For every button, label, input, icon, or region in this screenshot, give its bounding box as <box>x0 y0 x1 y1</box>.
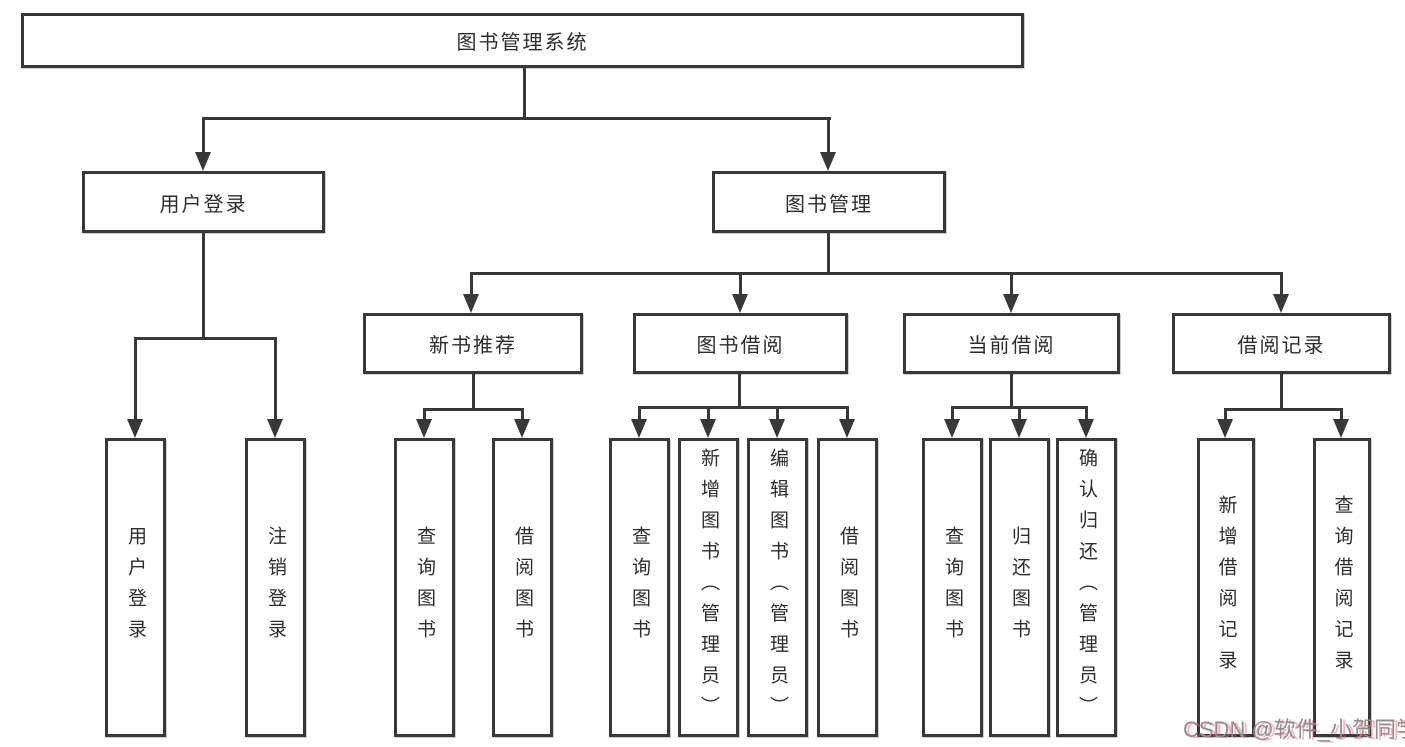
arrow-down-icon <box>700 419 716 438</box>
connector-stem <box>1224 408 1227 421</box>
arrow-down-icon <box>127 419 143 438</box>
arrow-down-icon <box>1217 419 1233 438</box>
arrow-down-icon <box>514 419 530 438</box>
arrow-down-icon <box>1003 294 1019 313</box>
leaf-borrow-query-label: 查询图书 <box>629 525 650 650</box>
leaf-records-query-label: 查询借阅记录 <box>1331 494 1353 681</box>
leaf-newbook-borrow-label: 借阅图书 <box>512 525 533 650</box>
leaf-current-query-label: 查询图书 <box>942 525 963 650</box>
connector-newbook-drop <box>472 374 475 408</box>
connector-level3-split <box>470 272 1283 275</box>
connector-stem-leaf-login <box>134 337 137 421</box>
leaf-newbook-query: 查询图书 <box>394 438 455 737</box>
node-current-borrow-label: 当前借阅 <box>967 335 1056 357</box>
node-borrow-records-label: 借阅记录 <box>1237 335 1326 357</box>
arrow-down-icon <box>631 419 647 438</box>
connector-mgmt-drop <box>827 233 830 272</box>
node-book-borrow: 图书借阅 <box>633 313 848 374</box>
connector-stem-newbook <box>470 272 473 296</box>
node-new-book-recommend: 新书推荐 <box>363 313 583 374</box>
leaf-newbook-query-label: 查询图书 <box>414 525 435 650</box>
connector-stem <box>1085 406 1088 421</box>
connector-stem <box>521 408 524 421</box>
connector-stem <box>423 408 426 421</box>
node-borrow-records: 借阅记录 <box>1172 313 1391 374</box>
connector-borrow-drop <box>738 374 741 406</box>
arrow-down-icon <box>1333 419 1349 438</box>
leaf-user-login-label: 用户登录 <box>125 525 146 650</box>
node-book-borrow-label: 图书借阅 <box>696 335 785 357</box>
arrow-down-icon <box>267 419 283 438</box>
arrow-down-icon <box>769 419 785 438</box>
connector-borrow-split <box>638 406 849 409</box>
leaf-borrow-add-admin: 新增图书（管理员） <box>678 438 739 737</box>
arrow-down-icon <box>839 419 855 438</box>
connector-stem <box>1018 406 1021 421</box>
leaf-user-login: 用户登录 <box>105 438 166 737</box>
node-user-login: 用户登录 <box>82 171 325 233</box>
leaf-current-return-label: 归还图书 <box>1009 525 1030 650</box>
connector-stem <box>776 406 779 421</box>
node-book-management: 图书管理 <box>712 171 946 233</box>
connector-user-drop <box>202 233 205 337</box>
connector-stem-current <box>1010 272 1013 296</box>
node-user-login-label: 用户登录 <box>159 193 248 216</box>
connector-root-drop <box>523 68 526 117</box>
arrow-down-icon <box>732 294 748 313</box>
leaf-records-query: 查询借阅记录 <box>1313 438 1371 737</box>
connector-stem-borrow <box>739 272 742 296</box>
connector-current-drop <box>1010 374 1013 406</box>
connector-stem <box>638 406 641 421</box>
node-root: 图书管理系统 <box>21 13 1024 68</box>
connector-records-split <box>1224 408 1343 411</box>
leaf-records-add-label: 新增借阅记录 <box>1215 494 1237 681</box>
connector-stem-leaf-logout <box>274 337 277 421</box>
leaf-borrow-add-admin-label: 新增图书（管理员） <box>698 448 719 727</box>
node-root-label: 图书管理系统 <box>456 32 589 54</box>
connector-level2-split <box>202 117 831 120</box>
arrow-down-icon <box>944 419 960 438</box>
leaf-current-return: 归还图书 <box>989 438 1050 737</box>
connector-newbook-split <box>423 408 524 411</box>
leaf-borrow-borrow-label: 借阅图书 <box>837 525 858 650</box>
connector-stem-user <box>202 117 205 153</box>
connector-user-split <box>134 337 277 340</box>
arrow-down-icon <box>416 419 432 438</box>
connector-stem <box>1340 408 1343 421</box>
arrow-down-icon <box>1078 419 1094 438</box>
leaf-logout-label: 注销登录 <box>265 525 286 650</box>
connector-stem <box>707 406 710 421</box>
leaf-current-query: 查询图书 <box>922 438 983 737</box>
arrow-down-icon <box>195 152 211 171</box>
leaf-borrow-query: 查询图书 <box>609 438 670 737</box>
leaf-borrow-borrow: 借阅图书 <box>817 438 878 737</box>
connector-stem <box>846 406 849 421</box>
leaf-current-confirm-admin: 确认归还（管理员） <box>1056 438 1117 737</box>
node-current-borrow: 当前借阅 <box>903 313 1120 374</box>
connector-records-drop <box>1280 374 1283 408</box>
leaf-logout: 注销登录 <box>245 438 306 737</box>
arrow-down-icon <box>820 152 836 171</box>
leaf-borrow-edit-admin: 编辑图书（管理员） <box>747 438 808 737</box>
arrow-down-icon <box>1011 419 1027 438</box>
connector-stem-mgmt <box>827 117 830 153</box>
node-book-management-label: 图书管理 <box>785 193 873 216</box>
leaf-records-add: 新增借阅记录 <box>1197 438 1255 737</box>
leaf-current-confirm-admin-label: 确认归还（管理员） <box>1076 448 1097 727</box>
leaf-newbook-borrow: 借阅图书 <box>492 438 553 737</box>
connector-stem-records <box>1280 272 1283 296</box>
arrow-down-icon <box>1273 294 1289 313</box>
csdn-watermark: CSDN @软件_小贺同学 <box>1183 717 1405 742</box>
node-new-book-recommend-label: 新书推荐 <box>429 335 517 357</box>
leaf-borrow-edit-admin-label: 编辑图书（管理员） <box>767 448 788 727</box>
connector-stem <box>951 406 954 421</box>
arrow-down-icon <box>463 294 479 313</box>
